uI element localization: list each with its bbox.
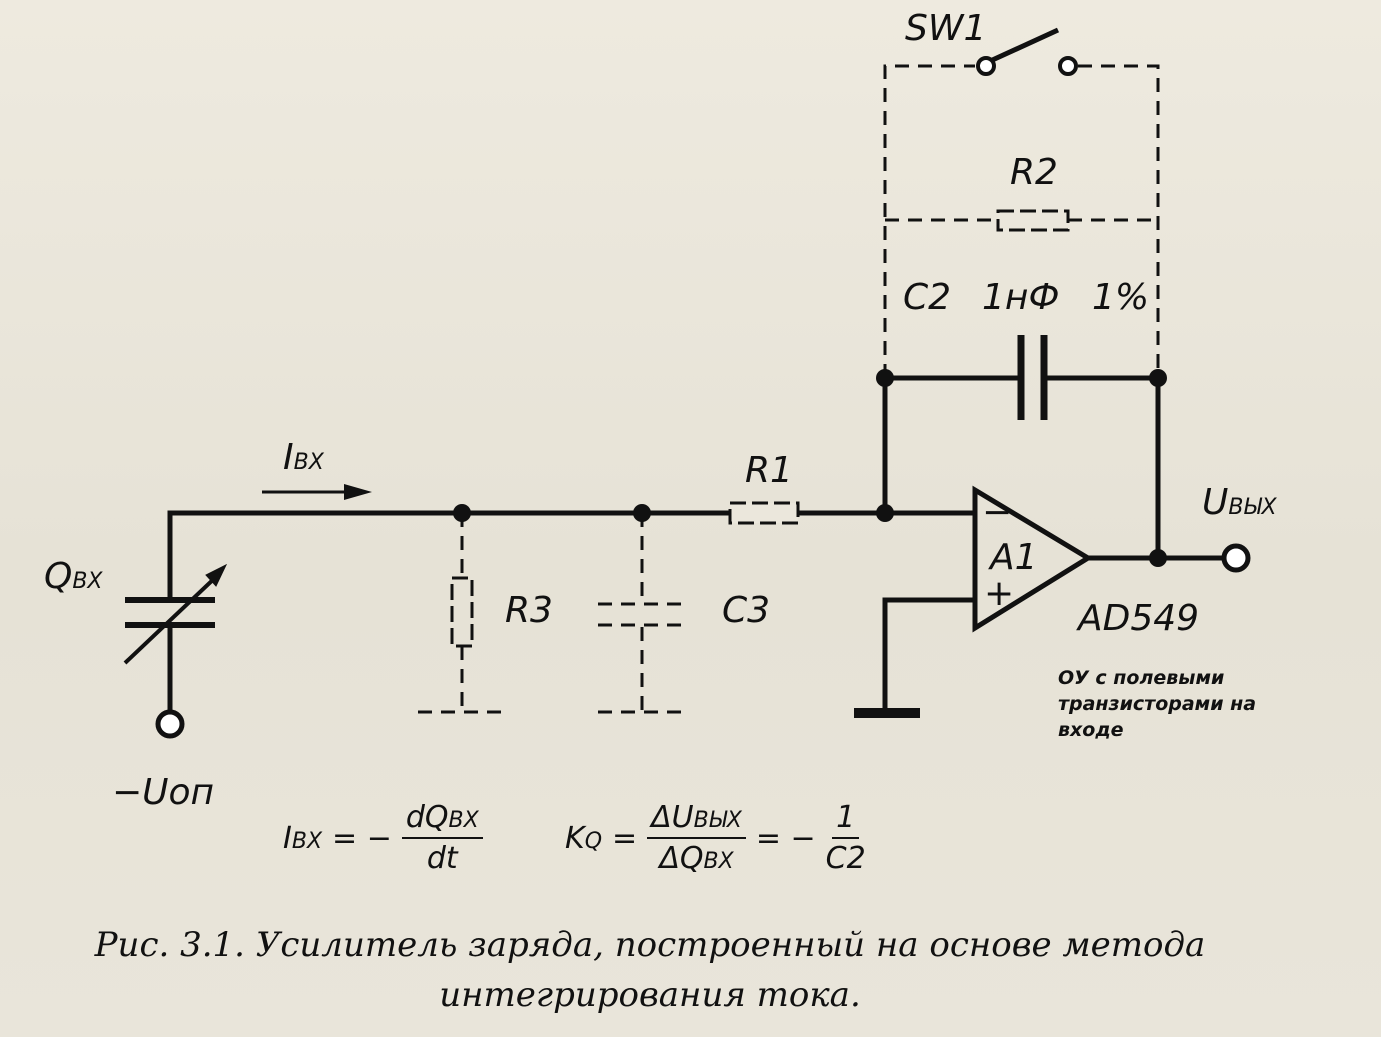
formula2-fraction: ΔUВЫХ ΔQВХ xyxy=(647,800,746,876)
output-terminal-icon xyxy=(1221,543,1251,573)
op-amp-label: A1 xyxy=(990,537,1038,578)
junction-dots xyxy=(453,369,1167,567)
op-amp-plus-label: + xyxy=(984,573,1015,614)
formula2-reciprocal: 1 C2 xyxy=(825,800,866,876)
formula2-equals-minus: = − xyxy=(755,820,816,856)
reference-terminal-icon xyxy=(155,709,185,739)
output-voltage-label: UВЫХ xyxy=(1202,482,1277,523)
r3-label: R3 xyxy=(505,590,553,631)
r1-label: R1 xyxy=(745,450,793,491)
op-amp-symbol xyxy=(972,485,1093,633)
c2-label: C2 xyxy=(903,277,952,318)
op-amp-minus-label: − xyxy=(982,492,1013,533)
caption-line-2: интегрирования тока. xyxy=(439,975,861,1015)
gain-formula: KQ = ΔUВЫХ ΔQВХ = − 1 C2 xyxy=(565,800,866,876)
optional-feedback-branch xyxy=(883,64,1160,378)
input-charge-label: QВХ xyxy=(44,556,103,597)
formula1-equals: = − xyxy=(332,820,392,856)
r3-resistor-symbol xyxy=(418,513,508,714)
c2-capacitor-symbol xyxy=(1017,335,1048,420)
r1-resistor-symbol xyxy=(728,501,800,525)
part-number-label: AD549 xyxy=(1078,598,1200,639)
ground-symbol xyxy=(854,708,920,718)
r2-resistor-symbol xyxy=(996,209,1070,232)
r2-label: R2 xyxy=(1010,152,1058,193)
caption-line-1: Рис. 3.1. Усилитель заряда, построенный … xyxy=(94,925,1206,965)
input-capacitor-symbol xyxy=(123,563,228,665)
current-arrow-icon xyxy=(262,484,372,500)
formula2-lhs: KQ xyxy=(565,820,603,856)
input-wire xyxy=(167,510,733,601)
formula1-fraction: dQВХ dt xyxy=(401,800,483,876)
c2-value-label: 1нФ xyxy=(982,277,1060,318)
formula1-lhs: IВХ xyxy=(283,820,323,856)
formula2-equals: = xyxy=(612,820,638,856)
c3-capacitor-symbol xyxy=(598,513,686,714)
op-amp-note: ОУ с полевыми транзисторами на входе xyxy=(1058,667,1257,741)
c3-label: C3 xyxy=(722,590,771,631)
sw1-switch-symbol xyxy=(976,27,1078,76)
input-current-label: IВХ xyxy=(283,437,324,478)
current-formula: IВХ = − dQВХ dt xyxy=(283,800,483,876)
ground-wire xyxy=(882,597,978,715)
c2-tolerance-label: 1% xyxy=(1092,277,1150,318)
feedback-right-wire xyxy=(1043,375,1161,561)
sw1-label: SW1 xyxy=(905,8,987,49)
reference-voltage-label: −Uоп xyxy=(112,772,215,813)
